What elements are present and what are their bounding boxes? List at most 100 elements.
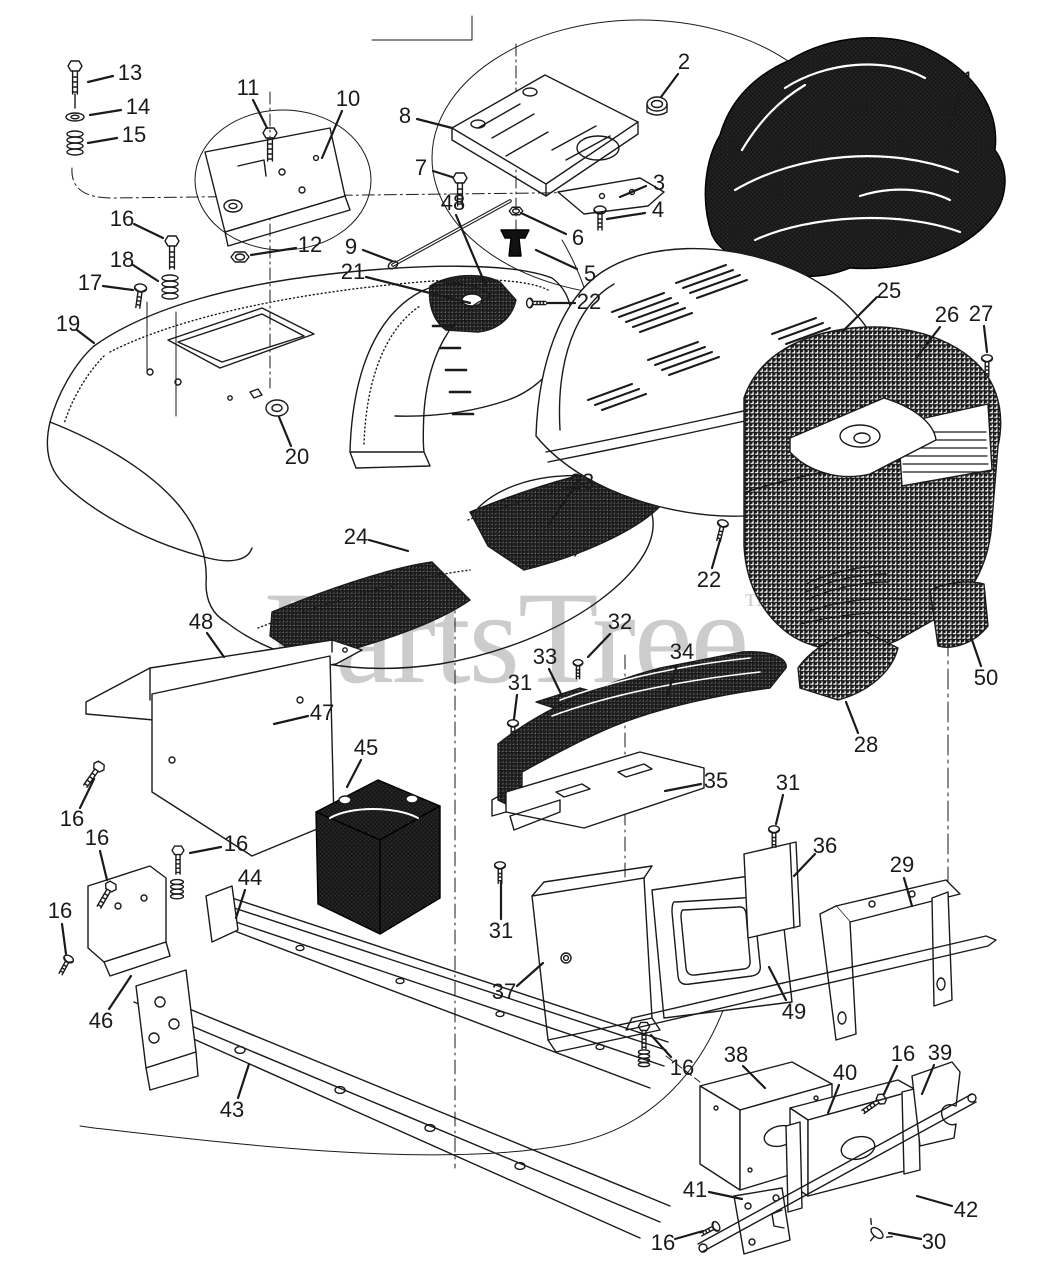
leader-line-16 bbox=[62, 924, 66, 954]
callout-5: 5 bbox=[583, 261, 597, 286]
leader-line-41 bbox=[709, 1192, 742, 1199]
leader-line-46 bbox=[109, 976, 131, 1009]
callout-16: 16 bbox=[650, 1230, 676, 1255]
callout-37: 37 bbox=[491, 979, 517, 1004]
callout-34: 34 bbox=[669, 639, 695, 664]
leader-line-43 bbox=[238, 1064, 249, 1098]
callout-45: 45 bbox=[353, 735, 379, 760]
leader-line-33 bbox=[549, 669, 562, 696]
rear-frame-parts bbox=[698, 1062, 976, 1254]
callout-16: 16 bbox=[84, 825, 110, 850]
callout-12: 12 bbox=[297, 232, 323, 257]
callout-41: 41 bbox=[682, 1177, 708, 1202]
callout-20: 20 bbox=[284, 444, 310, 469]
leader-line-16 bbox=[884, 1066, 897, 1094]
callout-16: 16 bbox=[890, 1041, 916, 1066]
leader-line-31 bbox=[514, 695, 517, 719]
leader-line-26 bbox=[917, 327, 940, 357]
leader-line-47 bbox=[274, 716, 308, 724]
callout-50: 50 bbox=[973, 665, 999, 690]
callout-31: 31 bbox=[775, 770, 801, 795]
leader-line-32 bbox=[588, 634, 610, 657]
leader-line-18 bbox=[133, 265, 158, 281]
cross-brace-49 bbox=[626, 936, 996, 1030]
seat bbox=[705, 38, 1005, 328]
duct-and-brackets bbox=[492, 652, 786, 830]
callout-31: 31 bbox=[507, 670, 533, 695]
callout-7: 7 bbox=[414, 155, 428, 180]
grille-shell bbox=[744, 327, 1001, 700]
leader-line-13 bbox=[88, 76, 113, 82]
leader-line-39 bbox=[922, 1065, 934, 1094]
callout-22: 22 bbox=[576, 289, 602, 314]
leader-line-50 bbox=[971, 637, 981, 666]
callout-23: 23 bbox=[569, 469, 595, 494]
callout-33: 33 bbox=[532, 644, 558, 669]
hardware bbox=[55, 60, 994, 1240]
leader-line-25 bbox=[843, 297, 877, 331]
callout-29: 29 bbox=[889, 852, 915, 877]
callout-18: 18 bbox=[109, 247, 135, 272]
leader-line-40 bbox=[828, 1085, 839, 1113]
callout-16: 16 bbox=[223, 831, 249, 856]
leader-line-8 bbox=[417, 119, 452, 128]
callout-17: 17 bbox=[77, 270, 103, 295]
leader-line-37 bbox=[517, 963, 543, 986]
leader-line-42 bbox=[917, 1196, 952, 1206]
support-bracket-and-panel bbox=[86, 640, 362, 856]
seat-plate bbox=[387, 75, 667, 332]
callout-22: 22 bbox=[696, 567, 722, 592]
leader-line-45 bbox=[347, 760, 361, 787]
callout-16: 16 bbox=[669, 1055, 695, 1080]
leader-line-21 bbox=[366, 277, 470, 303]
leader-line-49 bbox=[769, 967, 786, 1000]
callout-6: 6 bbox=[571, 225, 585, 250]
lens-50 bbox=[930, 582, 988, 647]
leader-line-14 bbox=[90, 110, 121, 115]
callout-10: 10 bbox=[335, 86, 361, 111]
leader-line-16 bbox=[100, 851, 107, 880]
leader-line-48 bbox=[207, 633, 224, 657]
leader-line-36 bbox=[794, 854, 815, 876]
rear-bracket bbox=[820, 880, 960, 1040]
callout-42: 42 bbox=[953, 1197, 979, 1222]
callout-48: 48 bbox=[440, 190, 466, 215]
callout-43: 43 bbox=[219, 1097, 245, 1122]
callout-15: 15 bbox=[121, 122, 147, 147]
leader-line-31 bbox=[776, 795, 783, 824]
leader-line-12 bbox=[251, 248, 296, 255]
clip-30 bbox=[860, 1219, 892, 1250]
leader-line-44 bbox=[236, 890, 245, 918]
callout-47: 47 bbox=[309, 700, 335, 725]
callout-40: 40 bbox=[832, 1060, 858, 1085]
callout-21: 21 bbox=[340, 259, 366, 284]
callout-44: 44 bbox=[237, 865, 263, 890]
leader-line-22 bbox=[712, 540, 720, 568]
battery bbox=[316, 780, 440, 934]
leader-line-23 bbox=[549, 492, 571, 524]
leader-line-24 bbox=[369, 540, 408, 551]
callout-2: 2 bbox=[677, 49, 691, 74]
hinge-plate bbox=[205, 128, 350, 246]
callout-30: 30 bbox=[921, 1229, 947, 1254]
leader-line-6 bbox=[521, 213, 566, 234]
callout-48: 48 bbox=[188, 609, 214, 634]
leader-line-20 bbox=[279, 417, 291, 446]
leader-line-5 bbox=[536, 250, 577, 269]
leader-line-16 bbox=[80, 779, 94, 808]
dash-console bbox=[350, 283, 492, 468]
leader-line-28 bbox=[846, 702, 858, 733]
callout-32: 32 bbox=[607, 609, 633, 634]
leader-line-1 bbox=[948, 92, 961, 126]
callout-16: 16 bbox=[59, 806, 85, 831]
leader-line-27 bbox=[984, 326, 987, 352]
leader-line-17 bbox=[103, 286, 133, 290]
leader-line-2 bbox=[661, 74, 678, 97]
leader-lines bbox=[62, 74, 987, 1239]
callout-25: 25 bbox=[876, 278, 902, 303]
frame-rails bbox=[88, 866, 996, 1238]
callout-11: 11 bbox=[236, 75, 260, 100]
bracket-41 bbox=[734, 1188, 790, 1254]
callout-27: 27 bbox=[968, 301, 994, 326]
